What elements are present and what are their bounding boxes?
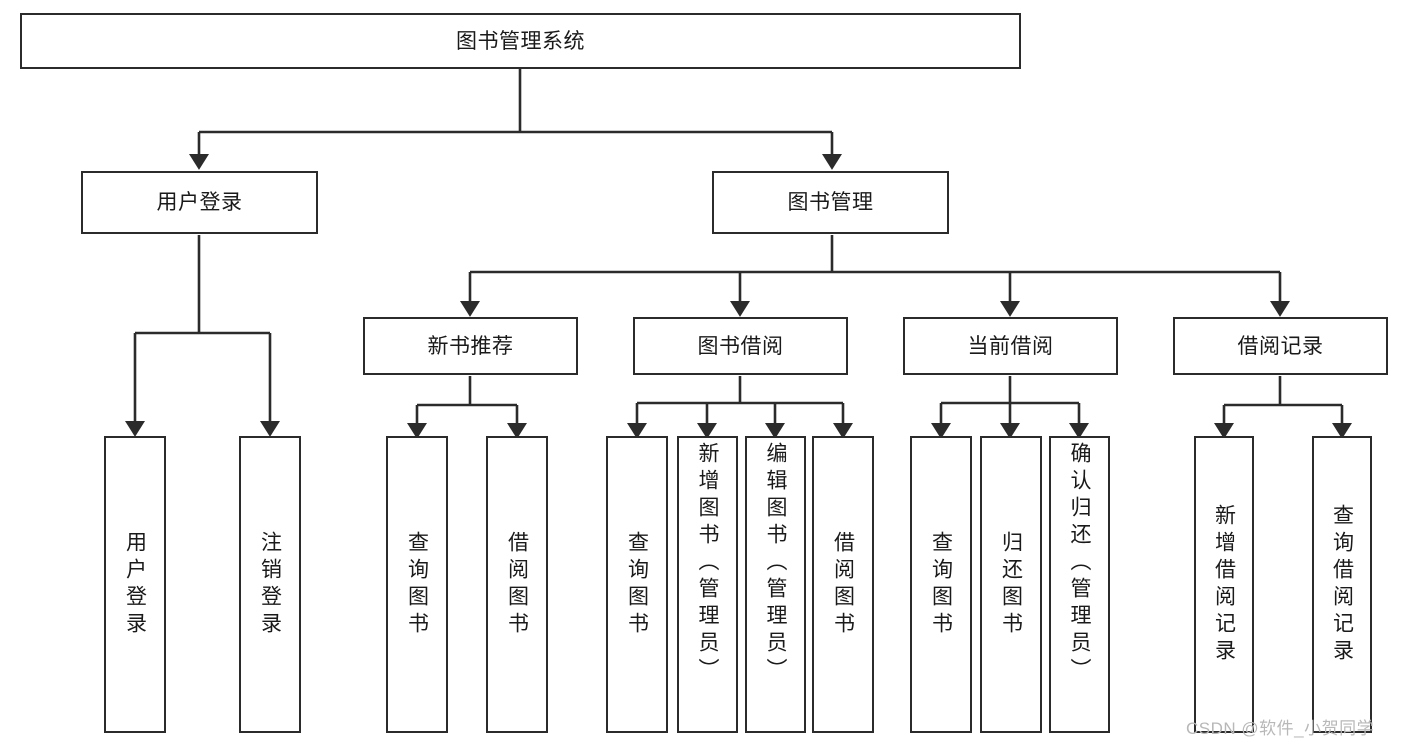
node-leaf-query-borrow-record[interactable]: 查询借阅记录	[1312, 436, 1372, 733]
node-current-borrow[interactable]: 当前借阅	[903, 317, 1118, 375]
node-leaf-add-book-admin-label: 新增图书（管理员）	[696, 442, 719, 685]
node-leaf-add-borrow-record-label: 新增借阅记录	[1212, 503, 1236, 666]
node-book-manage[interactable]: 图书管理	[712, 171, 949, 234]
node-borrow-record-label: 借阅记录	[1237, 334, 1324, 358]
node-book-borrow-label: 图书借阅	[697, 334, 784, 358]
node-leaf-query-book-2[interactable]: 查询图书	[606, 436, 668, 733]
node-leaf-query-book-3[interactable]: 查询图书	[910, 436, 972, 733]
node-leaf-user-login-label: 用户登录	[123, 530, 147, 639]
node-user-login-label: 用户登录	[156, 191, 243, 214]
node-book-manage-label: 图书管理	[787, 191, 874, 214]
node-leaf-borrow-book-1[interactable]: 借阅图书	[486, 436, 548, 733]
node-leaf-query-book-1[interactable]: 查询图书	[386, 436, 448, 733]
node-current-borrow-label: 当前借阅	[967, 334, 1054, 358]
node-leaf-borrow-book-1-label: 借阅图书	[505, 530, 529, 639]
node-leaf-query-book-2-label: 查询图书	[625, 530, 649, 639]
node-leaf-user-login[interactable]: 用户登录	[104, 436, 166, 733]
node-leaf-return-book-label: 归还图书	[999, 530, 1023, 639]
node-leaf-return-book[interactable]: 归还图书	[980, 436, 1042, 733]
node-root[interactable]: 图书管理系统	[20, 13, 1021, 69]
node-root-label: 图书管理系统	[456, 29, 585, 53]
node-book-borrow[interactable]: 图书借阅	[633, 317, 848, 375]
node-leaf-query-borrow-record-label: 查询借阅记录	[1330, 503, 1354, 666]
node-leaf-borrow-book-2-label: 借阅图书	[831, 530, 855, 639]
node-leaf-query-book-3-label: 查询图书	[929, 530, 953, 639]
node-user-login[interactable]: 用户登录	[81, 171, 318, 234]
node-new-book-rec[interactable]: 新书推荐	[363, 317, 578, 375]
node-leaf-logout-label: 注销登录	[258, 530, 282, 639]
node-leaf-borrow-book-2[interactable]: 借阅图书	[812, 436, 874, 733]
node-leaf-confirm-return-admin-label: 确认归还（管理员）	[1068, 442, 1091, 685]
node-leaf-confirm-return-admin[interactable]: 确认归还（管理员）	[1049, 436, 1110, 733]
node-leaf-logout[interactable]: 注销登录	[239, 436, 301, 733]
node-leaf-query-book-1-label: 查询图书	[405, 530, 429, 639]
node-leaf-edit-book-admin-label: 编辑图书（管理员）	[764, 442, 787, 685]
node-new-book-rec-label: 新书推荐	[427, 334, 514, 358]
node-leaf-add-borrow-record[interactable]: 新增借阅记录	[1194, 436, 1254, 733]
node-leaf-edit-book-admin[interactable]: 编辑图书（管理员）	[745, 436, 806, 733]
node-borrow-record[interactable]: 借阅记录	[1173, 317, 1388, 375]
node-leaf-add-book-admin[interactable]: 新增图书（管理员）	[677, 436, 738, 733]
